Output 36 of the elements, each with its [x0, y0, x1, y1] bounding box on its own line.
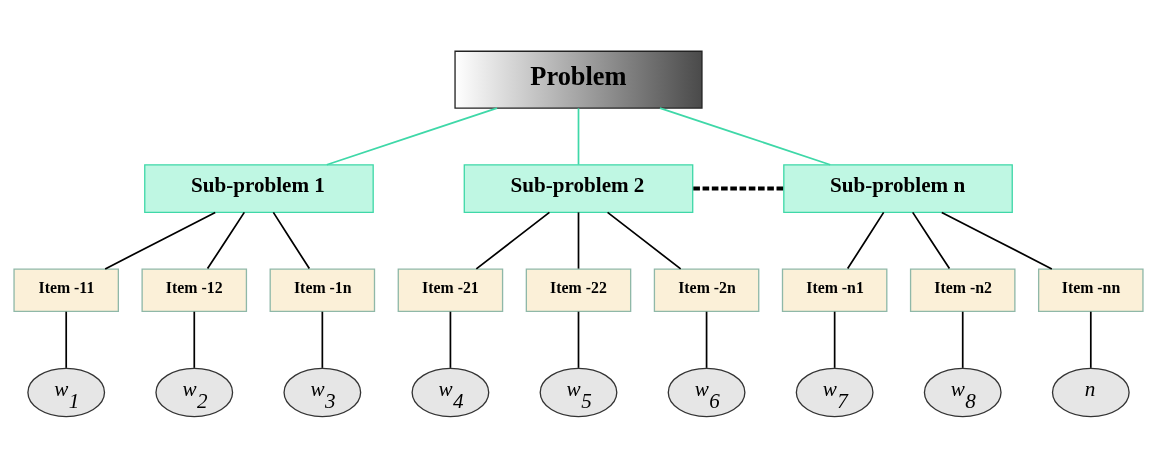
connector [940, 211, 1053, 270]
node-box: Item -nn [1038, 268, 1144, 313]
node-box: Item -n1 [781, 268, 888, 313]
connector [911, 211, 951, 270]
connector [206, 211, 246, 270]
node-box: Item -2n [653, 268, 760, 313]
connector [577, 211, 580, 270]
node-box: Sub-problem 1 [144, 164, 374, 214]
node-box: Item -12 [141, 268, 248, 313]
connector [577, 107, 580, 166]
connector [606, 211, 682, 270]
connector [705, 310, 708, 369]
node-box: Item -1n [269, 268, 376, 313]
node-box: Item -21 [397, 268, 504, 313]
connector [325, 107, 498, 166]
connector [321, 310, 324, 369]
connector [846, 211, 885, 270]
connector [104, 211, 217, 270]
node-box: Item -n2 [909, 268, 1016, 313]
node-box: Item -22 [525, 268, 632, 313]
node-box: Item -11 [13, 268, 119, 313]
connector [577, 310, 580, 369]
connector [659, 107, 832, 166]
connector [193, 310, 196, 369]
connector [833, 310, 836, 369]
node-box: Sub-problem n [783, 164, 1013, 214]
connector [961, 310, 964, 369]
node-box: Problem [454, 50, 703, 109]
connector [65, 310, 68, 369]
node-box: Sub-problem 2 [463, 164, 694, 214]
connector [449, 310, 452, 369]
node-ellipse: n [1051, 367, 1130, 418]
connector [475, 211, 551, 270]
connector [693, 186, 784, 191]
connector [1089, 310, 1092, 369]
connector [272, 211, 311, 270]
